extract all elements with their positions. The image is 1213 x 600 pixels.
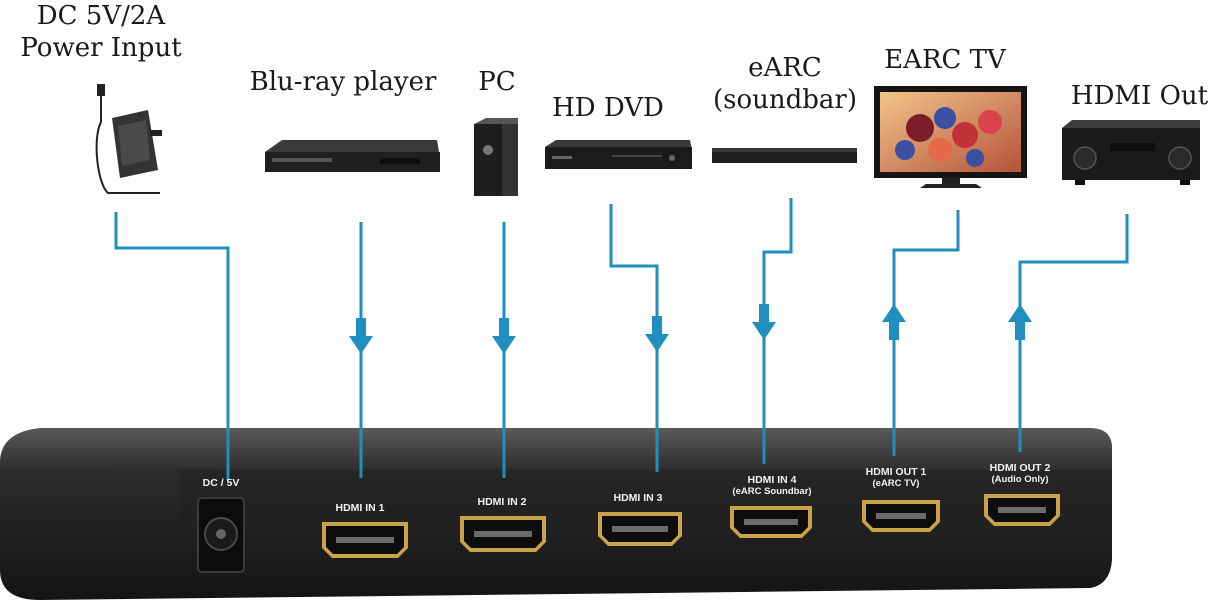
arrow-up-icon <box>882 304 906 340</box>
port-label-hdmi-out-2-main: HDMI OUT 2 <box>989 462 1051 474</box>
port-label-hdmi-in-4-sub: (eARC Soundbar) <box>732 486 812 497</box>
hdmi-switch-body <box>0 428 1112 600</box>
device-label-bluray: Blu-ray player <box>249 67 437 97</box>
port-label-hdmi-in-3: HDMI IN 3 <box>613 492 663 504</box>
connection-line-4 <box>609 204 659 472</box>
hdmi-port-4 <box>730 506 812 538</box>
device-label-power-line2: Power Input <box>20 33 182 63</box>
device-label-earc-line1: eARC <box>748 53 822 83</box>
hdmi-port-3 <box>598 512 682 546</box>
port-label-hdmi-in-2: HDMI IN 2 <box>477 496 527 508</box>
tv-icon <box>874 86 1027 188</box>
arrow-down-icon <box>492 318 516 354</box>
device-label-earc-soundbar: eARC (soundbar) <box>700 52 870 116</box>
port-label-hdmi-out-1-main: HDMI OUT 1 <box>865 466 927 478</box>
arrow-down-icon <box>645 316 669 352</box>
device-label-hddvd: HD DVD <box>552 93 664 123</box>
device-label-earc-line2: (soundbar) <box>713 85 857 115</box>
hdmi-port-6 <box>984 494 1060 526</box>
device-label-power: DC 5V/2A Power Input <box>10 0 192 64</box>
connection-line-1 <box>114 212 230 480</box>
port-label-hdmi-out-1: HDMI OUT 1 (eARC TV) <box>850 466 942 490</box>
arrow-down-icon <box>349 318 373 354</box>
device-label-earc-tv: EARC TV <box>884 45 1006 75</box>
port-label-hdmi-out-2: HDMI OUT 2 (Audio Only) <box>974 462 1066 486</box>
port-label-hdmi-in-1: HDMI IN 1 <box>335 502 385 514</box>
av-receiver-icon <box>1062 120 1200 185</box>
port-label-hdmi-out-1-sub: (eARC TV) <box>872 478 920 489</box>
arrow-up-icon <box>1008 304 1032 340</box>
connection-line-5 <box>762 198 793 464</box>
hdmi-port-1 <box>322 522 408 558</box>
pc-tower-icon <box>474 118 518 196</box>
hdmi-port-5 <box>862 500 940 532</box>
device-label-power-line1: DC 5V/2A <box>36 1 166 31</box>
hdmi-port-2 <box>460 516 546 552</box>
port-label-dc: DC / 5V <box>202 477 240 489</box>
port-label-hdmi-in-4-main: HDMI IN 4 <box>747 474 797 486</box>
hd-dvd-player-icon <box>545 140 692 169</box>
connection-line-7 <box>1018 214 1129 452</box>
soundbar-icon <box>712 148 857 163</box>
device-label-hdmi-out: HDMI Out <box>1070 81 1209 111</box>
connection-lines <box>114 198 1129 480</box>
port-label-hdmi-in-4: HDMI IN 4 (eARC Soundbar) <box>722 474 822 498</box>
blu-ray-player-icon <box>265 140 440 172</box>
power-adapter-icon <box>95 84 162 194</box>
arrow-down-icon <box>752 304 776 340</box>
dc-power-jack <box>197 497 245 573</box>
connection-line-6 <box>892 210 960 456</box>
device-label-pc: PC <box>478 67 516 97</box>
port-label-hdmi-out-2-sub: (Audio Only) <box>991 474 1049 485</box>
